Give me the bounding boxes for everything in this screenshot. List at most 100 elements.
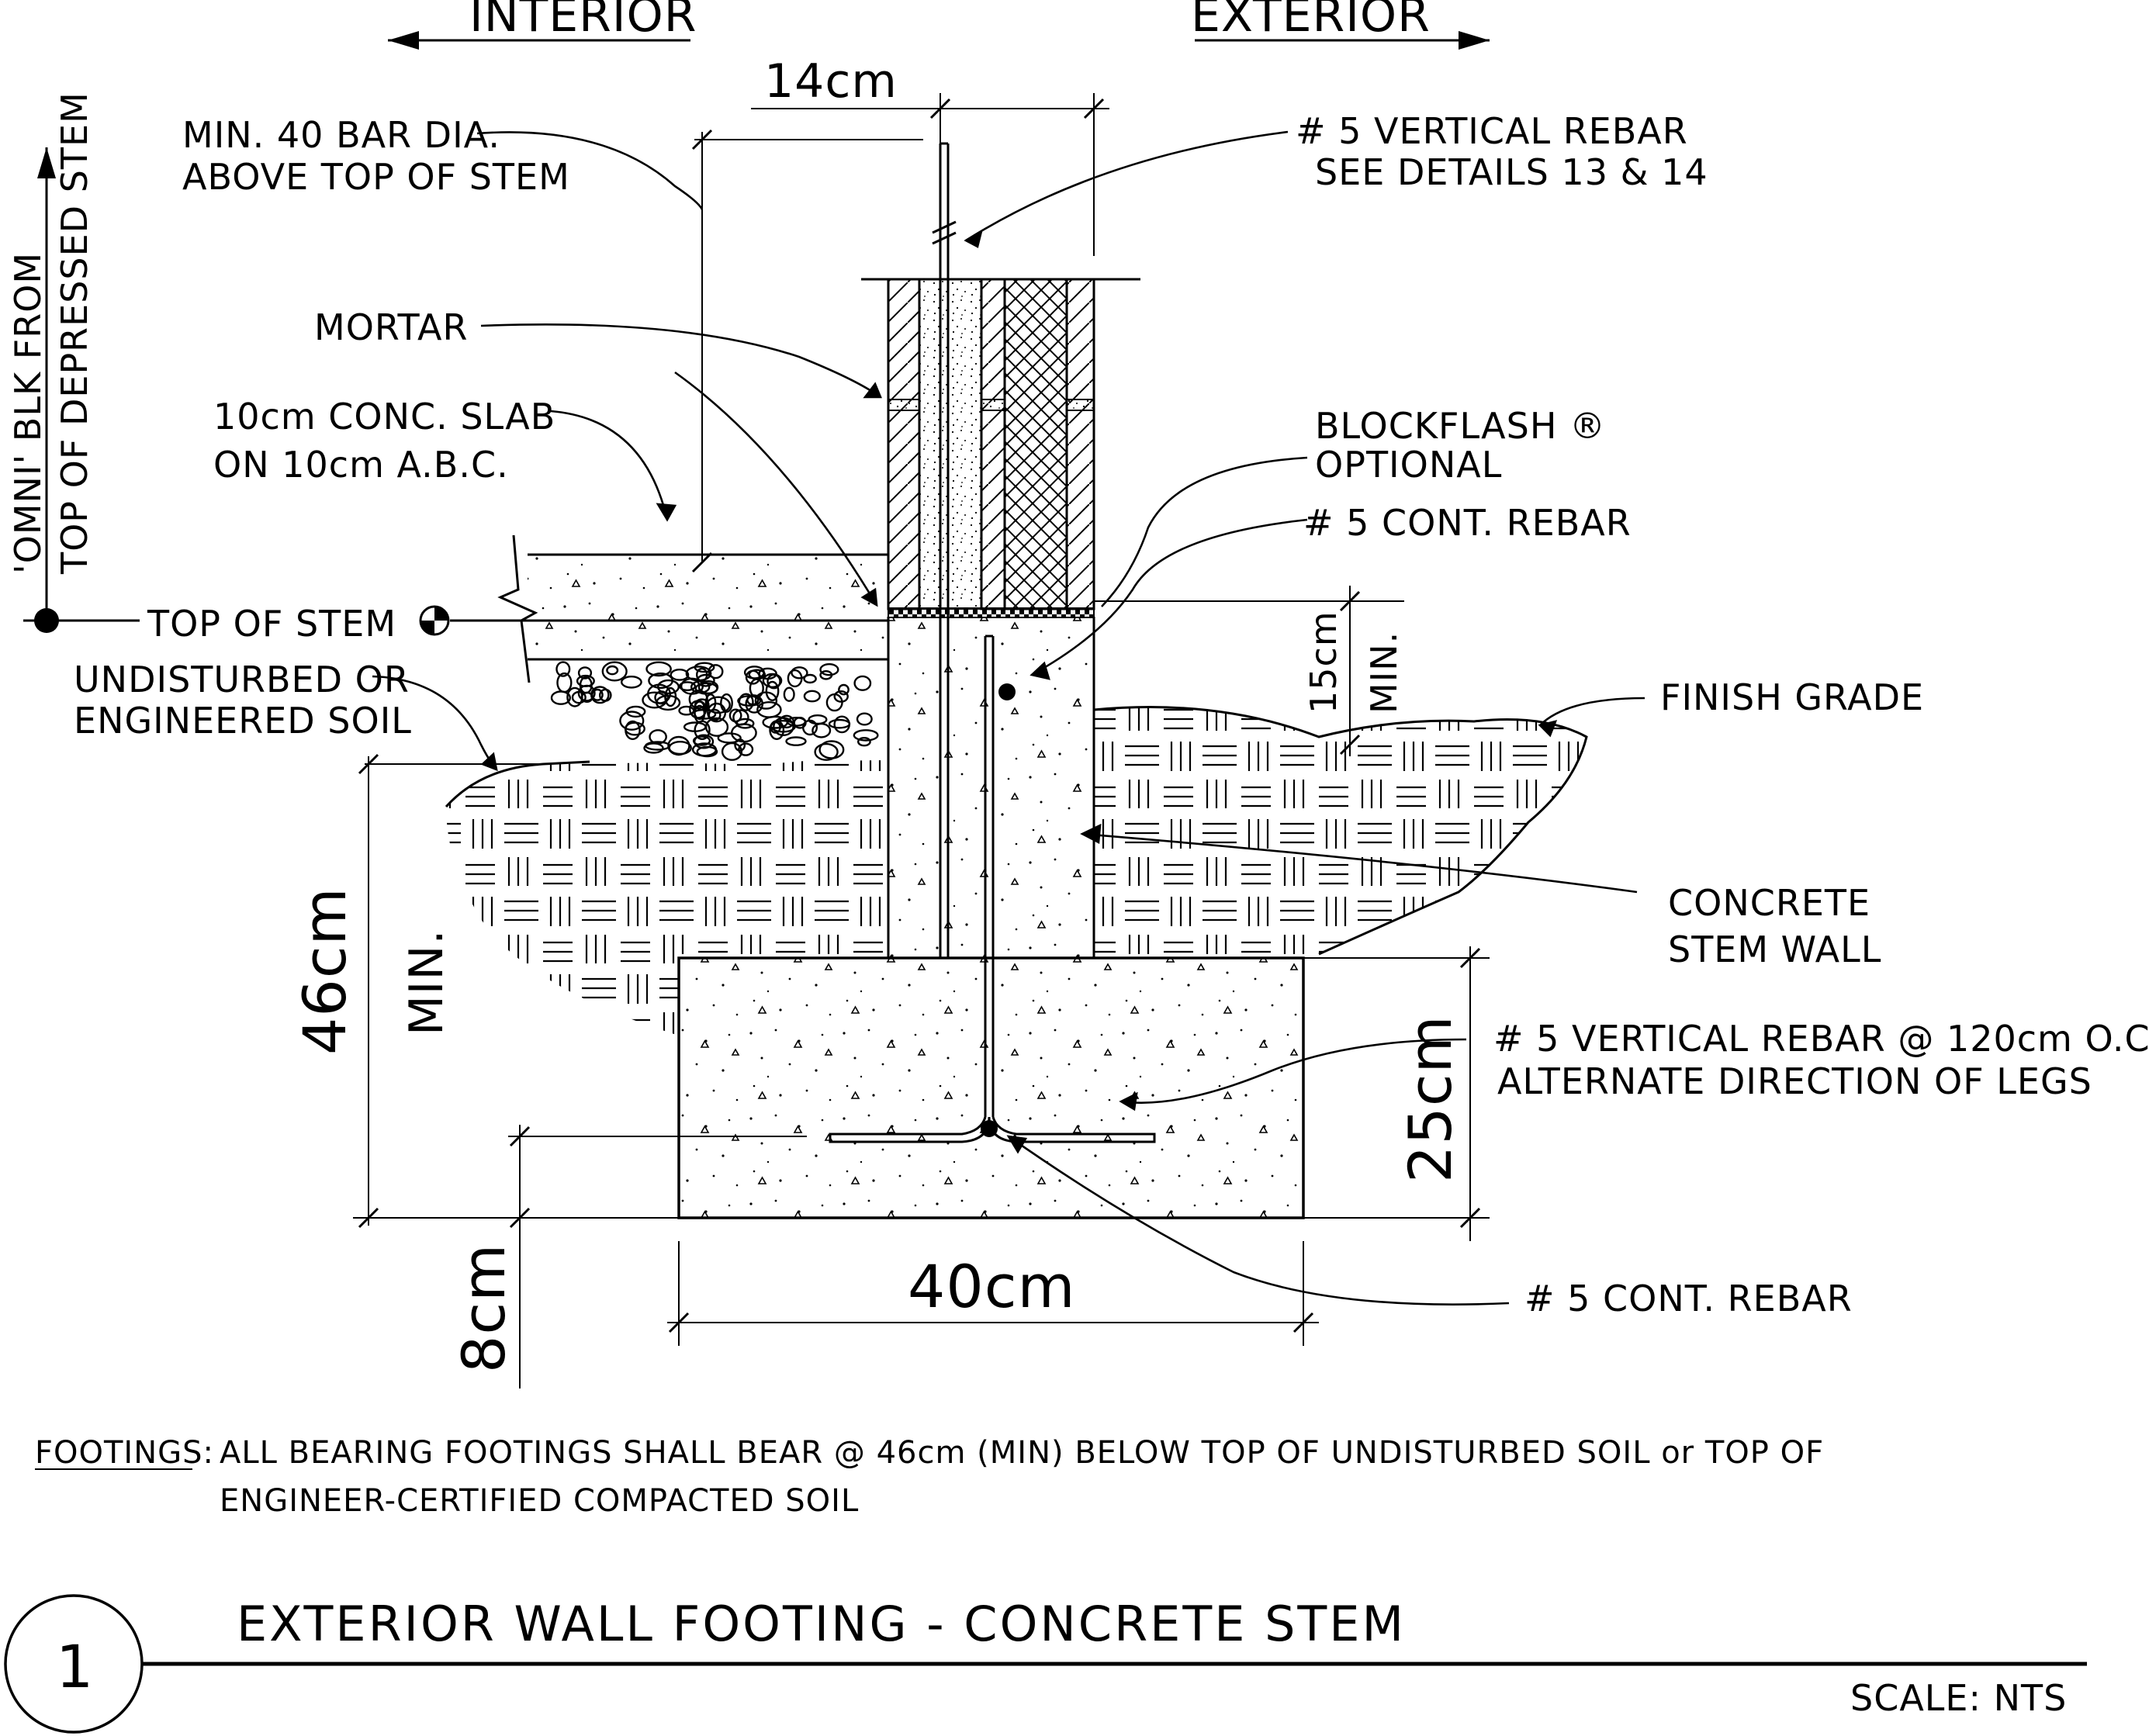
gravel-stone	[803, 673, 817, 684]
gravel-stone	[601, 661, 628, 682]
arrow-exterior	[1195, 31, 1490, 50]
gravel-stone	[765, 680, 780, 701]
gravel-stone	[707, 702, 727, 723]
concrete-footing	[677, 956, 1305, 1219]
mortar-joint-left	[888, 399, 920, 411]
gravel-stone	[785, 736, 807, 746]
gravel-stone	[590, 686, 610, 704]
soil-right	[1094, 707, 1587, 954]
concrete-stem-wall	[888, 617, 1094, 958]
gravel-stone	[606, 665, 619, 676]
cont-rebar-bottom-label: # 5 CONT. REBAR	[1524, 1278, 1853, 1319]
gravel-stone	[856, 712, 873, 726]
gravel-stone	[577, 666, 593, 680]
vertical-rebar-oc-label-line1: # 5 VERTICAL REBAR @ 120cm O.C.	[1493, 1018, 2149, 1060]
bar-dia-label-line1: MIN. 40 BAR DIA.	[182, 114, 500, 156]
vertical-rebar-long	[932, 142, 957, 958]
gravel-stone	[803, 690, 821, 703]
gravel-stone	[743, 666, 765, 680]
gravel-stone	[705, 696, 731, 714]
dim-footing-width	[667, 1241, 1319, 1346]
gravel-stone	[814, 742, 839, 761]
block-wall	[861, 278, 1140, 610]
dim-footing-height	[1303, 946, 1490, 1241]
gravel-stone	[577, 684, 596, 702]
gravel-stone	[648, 673, 673, 690]
gravel-stone	[678, 681, 697, 691]
gravel-stone	[696, 745, 718, 758]
soil-label-line2: ENGINEERED SOIL	[74, 700, 412, 742]
vertical-rebar-label-line1: # 5 VERTICAL REBAR	[1296, 110, 1688, 152]
gravel-stone	[721, 742, 743, 761]
gravel-stone	[773, 717, 794, 737]
cont-rebar-bottom-dot	[981, 1120, 998, 1137]
drawing-title: EXTERIOR WALL FOOTING - CONCRETE STEM	[237, 1596, 1406, 1652]
dim-bar-dia	[691, 129, 923, 573]
omni-blk-note-line2: TOP OF DEPRESSED STEM	[54, 92, 95, 575]
soil-left	[446, 760, 888, 1036]
cont-rebar-top-dot	[998, 683, 1016, 700]
gravel-stones	[550, 661, 879, 761]
footings-note-line2: ENGINEER-CERTIFIED COMPACTED SOIL	[220, 1483, 859, 1519]
gravel-stone	[791, 666, 808, 680]
footings-note-label: FOOTINGS:	[35, 1435, 214, 1471]
gravel-stone	[853, 675, 872, 691]
mortar-joint-right	[1066, 399, 1095, 411]
gravel-stone	[683, 721, 707, 732]
gravel-stone	[853, 729, 879, 742]
stem-above-grade-min: MIN.	[1363, 631, 1405, 714]
gravel-stone	[645, 741, 671, 751]
soil-label-line1: UNDISTURBED OR	[74, 659, 410, 700]
title-block: 1 EXTERIOR WALL FOOTING - CONCRETE STEM …	[4, 1594, 2087, 1734]
blockflash-label-line1: BLOCKFLASH ®	[1315, 405, 1606, 447]
footing-height-dimension: 25cm	[1396, 1015, 1465, 1183]
scale-label: SCALE: NTS	[1850, 1677, 2067, 1719]
cont-rebar-top-label: # 5 CONT. REBAR	[1303, 502, 1632, 544]
gravel-stone	[756, 701, 782, 718]
omni-blk-note-line1: 'OMNI' BLK FROM	[7, 252, 49, 574]
stem-above-grade-dimension: 15cm	[1303, 610, 1344, 714]
footing-width-dimension: 40cm	[908, 1252, 1076, 1321]
dim-wall-width	[751, 93, 1109, 256]
gravel-stone	[670, 669, 690, 681]
gravel-stone	[857, 737, 871, 747]
gravel-stone	[667, 735, 690, 756]
finish-grade-line	[1093, 706, 1588, 956]
gravel-stone	[828, 718, 851, 729]
interior-label: INTERIOR	[469, 0, 697, 43]
gravel-stone	[783, 686, 795, 702]
gravel-stone	[767, 673, 781, 690]
gravel-stone	[649, 729, 667, 745]
concrete-slab	[528, 555, 888, 659]
depth-dimension: 46cm	[290, 887, 359, 1055]
gravel-stone	[619, 711, 645, 731]
rebar-cover-dimension: 8cm	[449, 1243, 518, 1373]
gravel-stone	[678, 705, 695, 716]
blockflash-band	[888, 607, 1095, 618]
slab-label-line2: ON 10cm A.B.C.	[213, 444, 509, 486]
gravel-stone	[754, 691, 778, 710]
leaders	[372, 130, 1645, 1305]
gravel-stone	[556, 672, 573, 693]
vertical-rebar-label-line2: SEE DETAILS 13 & 14	[1315, 151, 1708, 193]
stem-wall-label-line1: CONCRETE	[1668, 882, 1870, 924]
gravel-stone	[838, 683, 850, 696]
top-of-stem-datum	[23, 147, 888, 636]
gravel-stone	[692, 735, 711, 746]
arrow-interior	[388, 31, 690, 50]
gravel-stone	[694, 662, 715, 673]
bar-dia-label-line2: ABOVE TOP OF STEM	[182, 156, 570, 198]
slab-break-line	[497, 534, 538, 683]
gravel-stone	[625, 705, 646, 718]
gravel-stone	[738, 742, 754, 756]
gravel-stone	[624, 721, 645, 736]
gravel-stone	[720, 693, 733, 713]
gravel-stone	[819, 663, 839, 676]
wall-width-dimension: 14cm	[764, 54, 898, 109]
gravel-stone	[825, 693, 843, 712]
gravel-stone	[621, 676, 642, 689]
gravel-stone	[680, 677, 704, 695]
gravel-stone	[647, 683, 672, 704]
gravel-stone	[555, 661, 571, 677]
